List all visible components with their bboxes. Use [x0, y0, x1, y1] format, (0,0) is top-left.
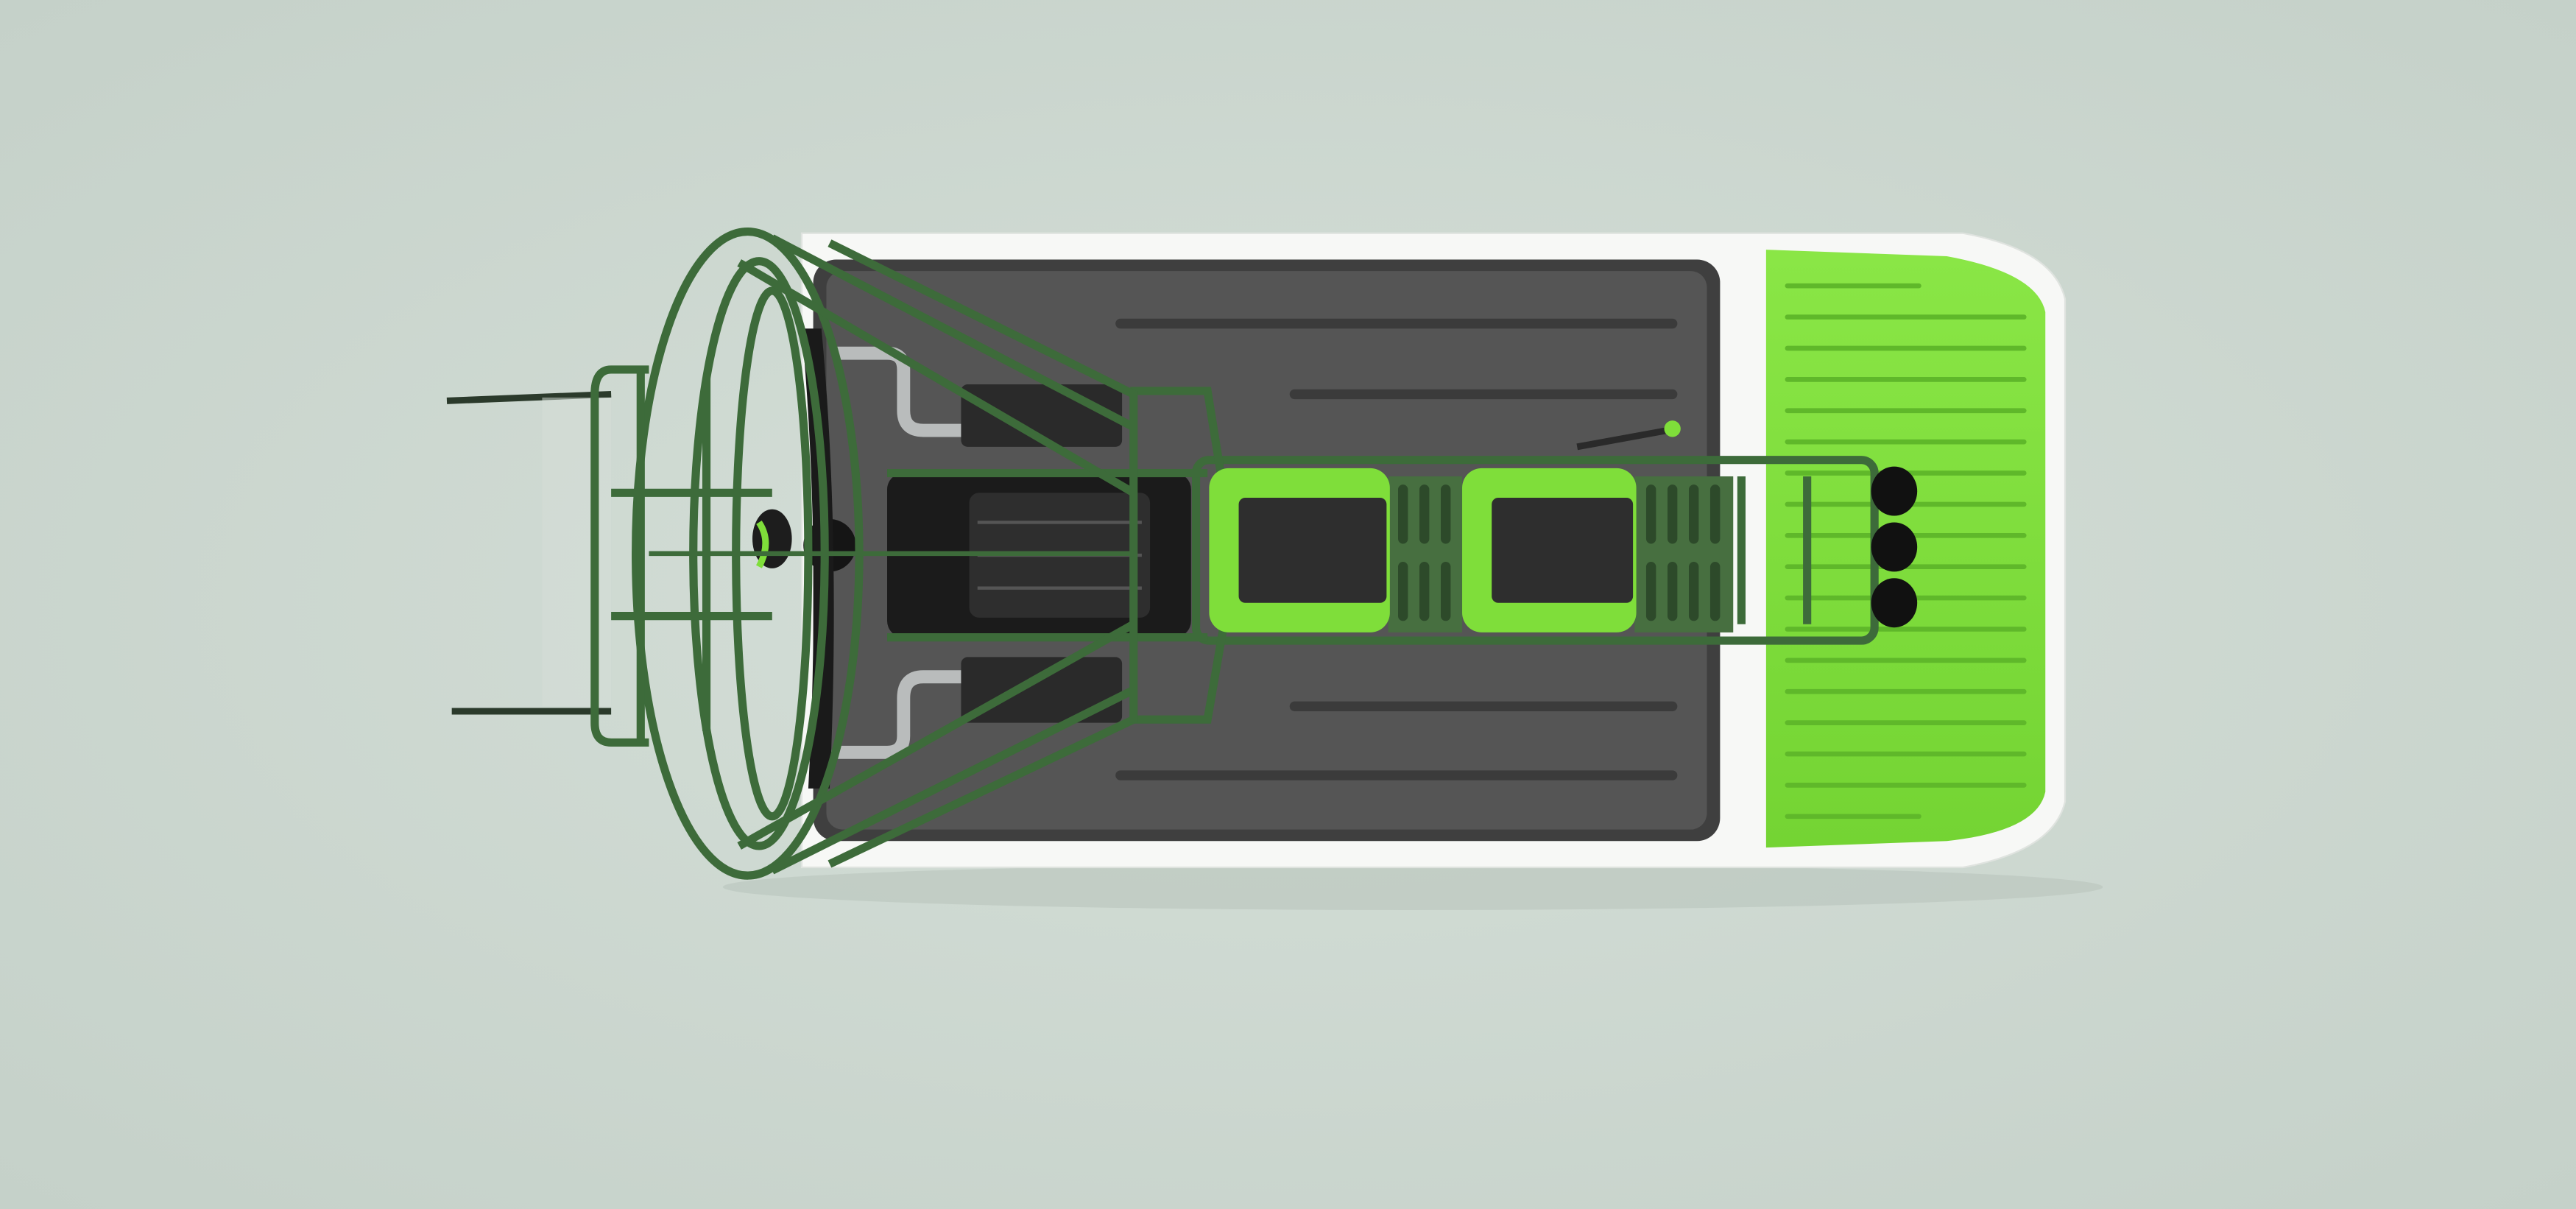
shadow [722, 864, 2103, 910]
grille-slot [1441, 484, 1451, 544]
deck-grooves [1115, 318, 1678, 780]
grille-slot [1688, 561, 1699, 621]
propeller-cage [590, 227, 1138, 880]
grille-slot [1688, 484, 1699, 544]
grille-slot [1441, 561, 1451, 621]
seats [1209, 468, 1637, 632]
grille-slot [1645, 561, 1656, 621]
grille-slot [1645, 484, 1656, 544]
grille-slot [1709, 561, 1721, 621]
grille-slot [1667, 484, 1678, 544]
grille-slot [1419, 484, 1430, 544]
grille-slot [1667, 561, 1678, 621]
headlights [1871, 466, 1918, 628]
grille-slot [1419, 561, 1430, 621]
grille-slots [1398, 484, 1721, 621]
grille-slot [1709, 484, 1721, 544]
steering-stick [1576, 420, 1681, 451]
bow-deck-ribs [1785, 283, 2027, 819]
grille-slot [1398, 484, 1408, 544]
grille-slot [1398, 561, 1408, 621]
